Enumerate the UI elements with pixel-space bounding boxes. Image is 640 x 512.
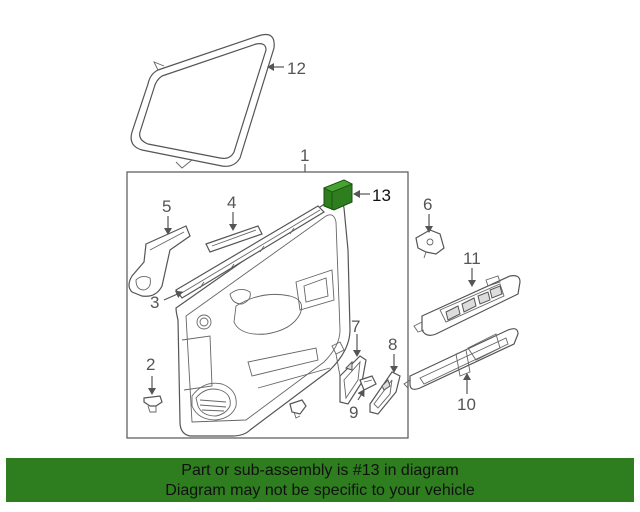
part-6-bracket: [415, 229, 445, 259]
part-5-bracket: [128, 225, 191, 297]
callout-6: 6: [423, 195, 432, 214]
callout-3: 3: [150, 293, 159, 312]
banner-line-1: Part or sub-assembly is #13 in diagram: [181, 462, 459, 479]
part-12-weatherstrip: [130, 33, 275, 169]
part-11-window-switch: [413, 275, 521, 336]
part-1-assembly-frame: [126, 171, 409, 439]
banner-line-2: Diagram may not be specific to your vehi…: [165, 482, 475, 499]
callout-8: 8: [388, 335, 397, 354]
part-8-handle-trim: [369, 371, 401, 415]
part-4-garnish-strip: [205, 225, 263, 253]
leader-9: [357, 389, 365, 401]
callout-12: 12: [287, 59, 306, 78]
part-2-clip: [143, 395, 163, 413]
callout-11: 11: [463, 249, 481, 268]
callout-5: 5: [162, 197, 171, 216]
info-banner: Part or sub-assembly is #13 in diagram D…: [6, 458, 634, 502]
callout-1: 1: [300, 146, 309, 165]
part-10-armrest-bezel: [403, 328, 519, 390]
callout-2: 2: [146, 355, 155, 374]
part-13-highlighted: [323, 179, 353, 211]
door-trim-panel: [175, 198, 351, 437]
callout-10: 10: [457, 395, 476, 414]
trim-clip: [289, 399, 307, 419]
callout-4: 4: [227, 193, 236, 212]
leader-3: [163, 290, 183, 301]
part-9-retainer: [359, 375, 377, 391]
callout-9: 9: [349, 403, 358, 422]
part-7-switch-bezel: [331, 341, 367, 405]
callout-7: 7: [351, 317, 360, 336]
callout-13: 13: [372, 186, 391, 205]
parts-diagram: 12 1 3 4 5: [126, 33, 521, 439]
